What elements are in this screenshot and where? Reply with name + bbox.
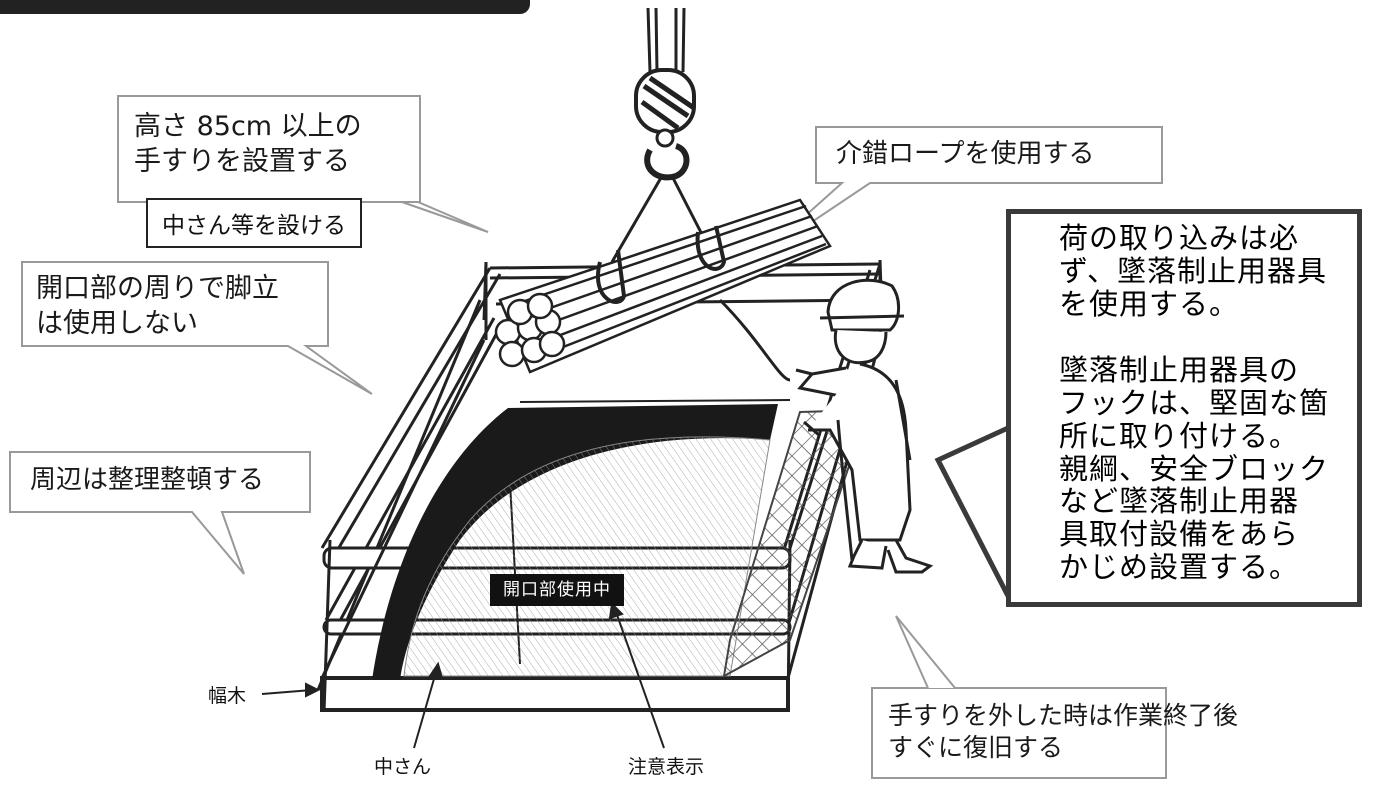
callout-tidy: 周辺は整理整頓する: [30, 464, 264, 497]
worker: [795, 278, 934, 574]
opening-floor: [403, 436, 771, 677]
crane-hook: [610, 7, 712, 263]
callout-ladder: 開口部の周りで脚立 は使用しない: [36, 272, 279, 341]
label-arrows: [261, 601, 665, 749]
caution-label: 注意表示: [628, 756, 705, 778]
harness-p1-line3: を使用する。: [1059, 286, 1240, 321]
callout-height: 高さ 85cm 以上の 手すりを設置する: [134, 110, 362, 179]
harness-p2-line5: など墜落制止用器: [1059, 484, 1300, 519]
harness-p2-line7: かじめ設置する。: [1059, 549, 1300, 584]
opening-hole: [372, 404, 778, 680]
callout-ladder-line2: は使用しない: [36, 307, 198, 339]
tag-rope: [718, 298, 791, 382]
callout-restore-line2: すぐに復旧する: [888, 733, 1064, 762]
callout-tidy-text: 周辺は整理整頓する: [30, 465, 265, 495]
harness-box-pointer: [934, 425, 1011, 598]
harness-p2-line3: 所に取り付ける。: [1059, 418, 1300, 453]
callout-tidy-bubble: [9, 451, 311, 575]
harness-p2-line2: フックは、堅固な箇: [1059, 386, 1330, 421]
toeboard-label: 幅木: [208, 685, 247, 707]
callout-ladder-bubble: [21, 261, 373, 395]
harness-p1-line2: ず、墜落制止用器具: [1059, 253, 1327, 288]
callout-rope: 介錯ロープを使用する: [836, 138, 1094, 171]
harness-p1-line1: 荷の取り込みは必: [1059, 221, 1300, 255]
callout-height-line1: 高さ 85cm 以上の: [134, 111, 362, 142]
midrail-box: 中さん等を設ける: [146, 198, 362, 248]
harness-instructions-box: 荷の取り込みは必 ず、墜落制止用器具 を使用する。 墜落制止用器具の フックは、…: [1006, 209, 1362, 607]
top-banner-edge: [0, 0, 530, 14]
midrail-label: 中さん: [374, 756, 432, 778]
pipe-bundle: [494, 198, 832, 374]
harness-p2-line4: 親綱、安全ブロック: [1059, 451, 1330, 486]
harness-p2-line1: 墜落制止用器具の: [1059, 353, 1300, 388]
callout-restore-line1: 手すりを外した時は作業終了後: [888, 701, 1239, 730]
caution-sign: 開口部使用中: [490, 574, 624, 606]
callout-height-line2: 手すりを設置する: [134, 145, 350, 177]
callout-ladder-line1: 開口部の周りで脚立: [36, 273, 279, 304]
callout-rope-text: 介錯ロープを使用する: [836, 139, 1095, 169]
harness-p2-line6: 具取付設備をあら: [1059, 517, 1300, 552]
callout-restore-bubble: [871, 615, 1167, 779]
callout-restore: 手すりを外した時は作業終了後 すぐに復旧する: [888, 700, 1238, 764]
